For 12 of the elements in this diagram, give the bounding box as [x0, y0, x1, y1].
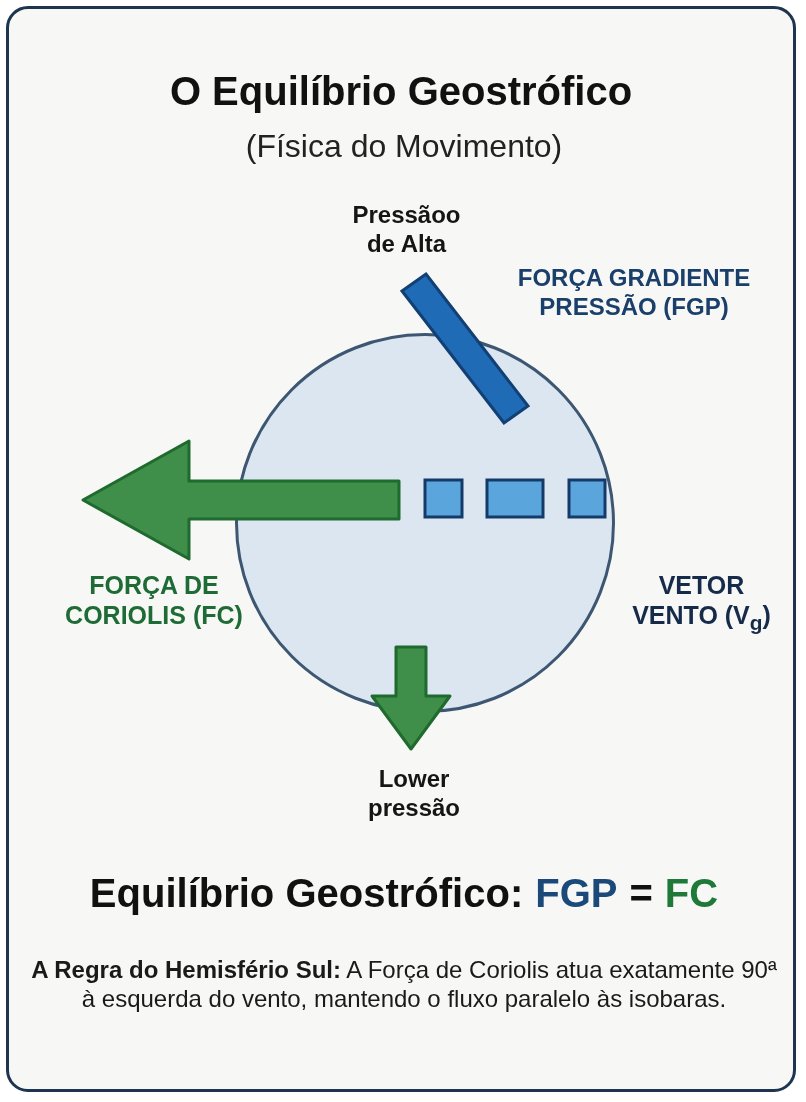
equation-text: Equilíbrio Geostrófico: [89, 871, 524, 916]
label: Lower pressão [366, 765, 462, 823]
label: FORÇA DE CORIOLIS (FC) [64, 570, 244, 630]
equation-term: FC [664, 871, 719, 916]
label: FORÇA GRADIENTE PRESSÃO (FGP) [516, 264, 752, 322]
title: O Equilíbrio Geostrófico [169, 69, 633, 114]
label: VETOR VENTO (V$_{g}$) [631, 570, 772, 636]
rule-paragraph: A Regra do Hemisfério Sul: A Força de Coriolis atua exatamente 90ª à esquerda do vento, mantendo o fluxo paralelo às isobaras. [31, 956, 777, 1014]
equals-sign: = [629, 871, 653, 916]
subtitle: (Física do Movimento) [244, 127, 564, 166]
equation-term: FGP [535, 871, 618, 916]
label: Pressãoo de Alta [351, 201, 462, 259]
